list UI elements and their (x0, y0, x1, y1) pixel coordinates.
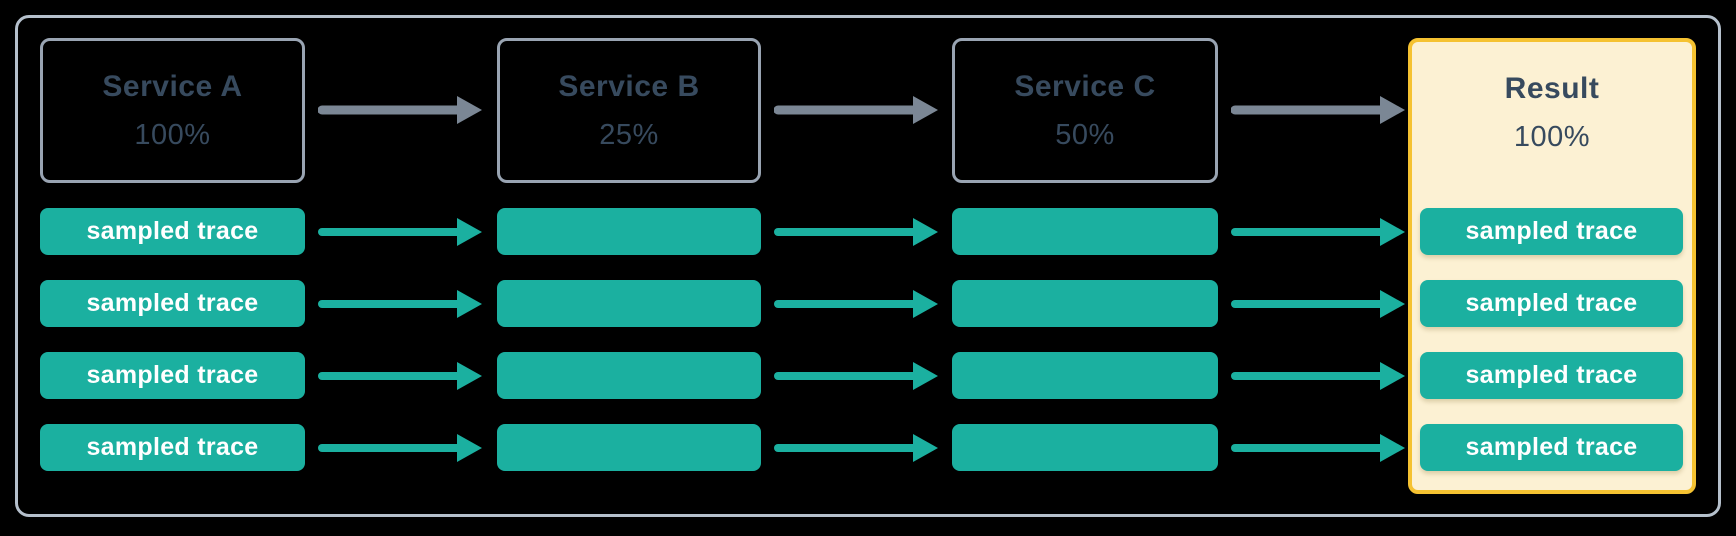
trace-flow-arrow-icon (1231, 289, 1405, 318)
sampled-trace-bar: sampled trace (40, 424, 305, 471)
result-title: Result (1504, 71, 1600, 105)
trace-flow-arrow-icon (1231, 217, 1405, 246)
trace-bar-label: sampled trace (1465, 433, 1638, 461)
result-sampled-trace-bar: sampled trace (1420, 424, 1683, 471)
service-c-rate: 50% (1055, 118, 1115, 151)
trace-bar (952, 352, 1218, 399)
result-header: Result 100% (1412, 42, 1692, 183)
trace-flow-arrow-icon (774, 217, 938, 246)
trace-bar (952, 208, 1218, 255)
trace-bar-label: sampled trace (1465, 361, 1638, 389)
trace-bar (497, 424, 761, 471)
trace-bar (497, 280, 761, 327)
pipeline-frame (15, 15, 1721, 517)
trace-bar-label: sampled trace (86, 433, 259, 461)
result-sampled-trace-bar: sampled trace (1420, 280, 1683, 327)
trace-flow-arrow-icon (774, 361, 938, 390)
sampled-trace-bar: sampled trace (40, 352, 305, 399)
trace-flow-arrow-icon (1231, 433, 1405, 462)
service-flow-arrow-icon (774, 96, 938, 124)
service-flow-arrow-icon (318, 96, 482, 124)
trace-bar-label: sampled trace (1465, 217, 1638, 245)
sampled-trace-bar: sampled trace (40, 280, 305, 327)
service-c-box: Service C 50% (952, 38, 1218, 183)
result-sampled-trace-bar: sampled trace (1420, 352, 1683, 399)
trace-bar (497, 352, 761, 399)
service-b-name: Service B (558, 69, 700, 103)
trace-bar (497, 208, 761, 255)
trace-bar-label: sampled trace (1465, 289, 1638, 317)
trace-bar (952, 280, 1218, 327)
trace-bar-label: sampled trace (86, 217, 259, 245)
result-box: Result 100% (1408, 38, 1696, 494)
sampled-trace-bar: sampled trace (40, 208, 305, 255)
trace-flow-arrow-icon (318, 433, 482, 462)
trace-bar (952, 424, 1218, 471)
trace-flow-arrow-icon (318, 289, 482, 318)
service-c-name: Service C (1014, 69, 1156, 103)
trace-flow-arrow-icon (318, 217, 482, 246)
trace-bar-label: sampled trace (86, 361, 259, 389)
trace-flow-arrow-icon (774, 289, 938, 318)
trace-flow-arrow-icon (1231, 361, 1405, 390)
service-b-rate: 25% (599, 118, 659, 151)
trace-bar-label: sampled trace (86, 289, 259, 317)
service-a-box: Service A 100% (40, 38, 305, 183)
service-b-box: Service B 25% (497, 38, 761, 183)
result-sampled-trace-bar: sampled trace (1420, 208, 1683, 255)
service-flow-arrow-icon (1231, 96, 1405, 124)
service-a-name: Service A (102, 69, 243, 103)
trace-flow-arrow-icon (774, 433, 938, 462)
result-rate: 100% (1513, 120, 1591, 153)
service-a-rate: 100% (134, 118, 211, 151)
trace-flow-arrow-icon (318, 361, 482, 390)
